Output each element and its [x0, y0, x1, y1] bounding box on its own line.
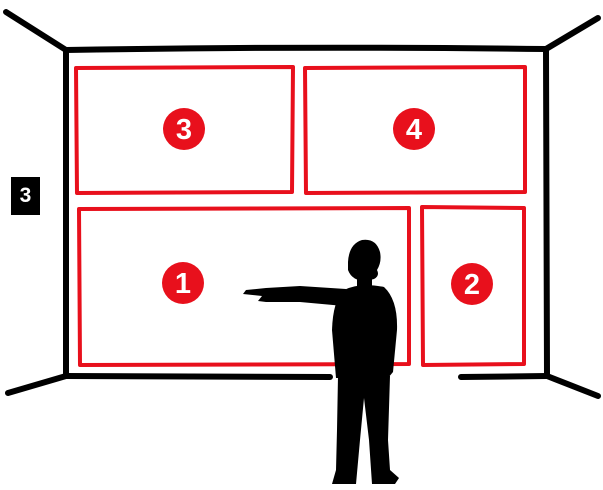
zone-3-number: 3	[176, 114, 192, 146]
pointing-person-silhouette-icon	[243, 240, 399, 484]
ceiling-line	[66, 48, 546, 50]
zone-marker-2: 2	[451, 263, 493, 305]
zone-outlines	[76, 67, 525, 365]
floor-line-right	[461, 376, 547, 377]
floor-right-diagonal	[547, 376, 598, 396]
zone-1-number: 1	[175, 268, 191, 300]
zone-marker-1: 1	[162, 262, 204, 304]
right-wall-edge	[546, 49, 547, 376]
zone-4-number: 4	[406, 114, 422, 146]
floor-left-diagonal	[8, 376, 66, 393]
ceiling-left-diagonal	[6, 12, 66, 50]
zone-2-number: 2	[464, 269, 480, 301]
zone-marker-3: 3	[163, 108, 205, 150]
floor-line-left	[66, 376, 330, 377]
ceiling-right-diagonal	[546, 18, 598, 49]
zone-marker-4: 4	[393, 108, 435, 150]
